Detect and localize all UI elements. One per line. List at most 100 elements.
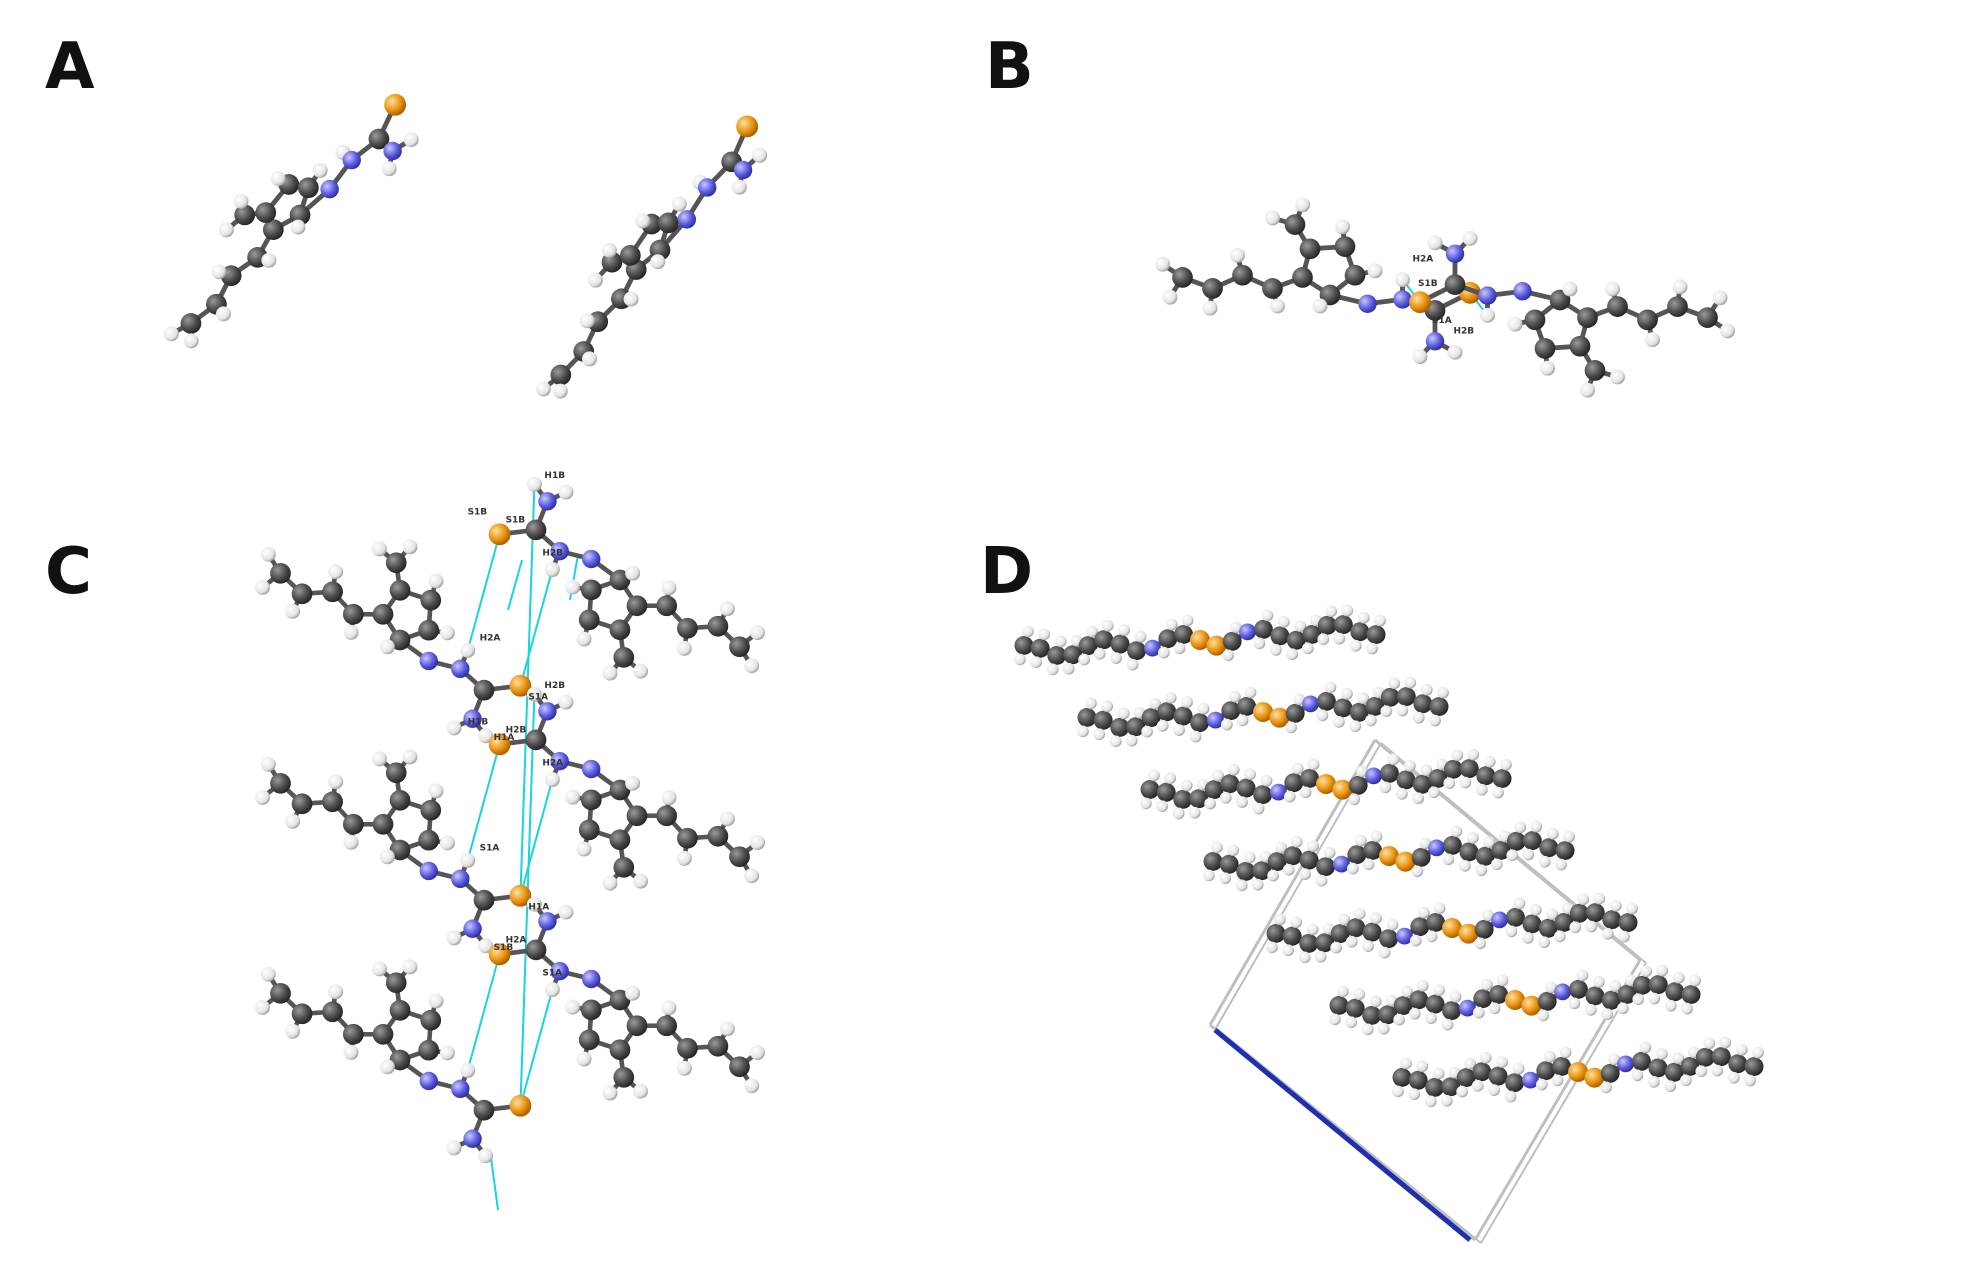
carbon-atom xyxy=(1173,789,1193,809)
carbon-atom xyxy=(1285,703,1305,723)
carbon-atom xyxy=(1157,702,1177,722)
hydrogen-atom xyxy=(1267,869,1279,882)
carbon-atom xyxy=(1534,338,1556,359)
hydrogen-atom xyxy=(650,254,666,270)
hydrogen-atom xyxy=(1471,1079,1484,1092)
hydrogen-atom xyxy=(260,966,276,982)
carbon-atom xyxy=(613,646,635,668)
carbon-atom xyxy=(385,552,407,574)
hydrogen-atom xyxy=(1449,990,1462,1003)
carbon-atom xyxy=(1426,912,1446,932)
hydrogen-atom xyxy=(1480,307,1495,323)
hydrogen-atom xyxy=(1323,846,1336,859)
nitrogen-atom xyxy=(1554,983,1571,1001)
hydrogen-atom xyxy=(1412,792,1425,805)
carbon-atom xyxy=(1030,638,1050,658)
hydrogen-atom xyxy=(446,1140,462,1156)
hydrogen-atom xyxy=(260,546,276,562)
hydrogen-atom xyxy=(1585,920,1598,933)
hydrogen-atom xyxy=(285,1023,301,1039)
carbon-atom xyxy=(1413,694,1433,714)
hydrogen-atom xyxy=(1324,681,1337,694)
carbon-atom xyxy=(262,219,284,240)
carbon-atom xyxy=(1315,933,1335,953)
hydrogen-atom xyxy=(1164,691,1177,704)
carbon-atom xyxy=(1665,982,1685,1002)
carbon-atom xyxy=(1552,1056,1572,1076)
hydrogen-atom xyxy=(379,849,395,865)
hydrogen-atom xyxy=(183,333,199,349)
nitrogen-atom xyxy=(1144,639,1161,657)
hydrogen-atom xyxy=(565,789,581,805)
sulfur-atom xyxy=(509,1094,532,1117)
hydrogen-atom xyxy=(1252,802,1265,815)
hydrogen-atom xyxy=(1462,230,1478,246)
hydrogen-atom xyxy=(1412,711,1425,724)
sulfur-atom xyxy=(1505,990,1525,1010)
hydrogen-atom xyxy=(1283,790,1296,803)
carbon-atom xyxy=(707,615,729,637)
nitrogen-atom xyxy=(1522,1071,1539,1089)
carbon-atom xyxy=(613,1066,635,1088)
hydrogen-atom xyxy=(1600,1081,1613,1094)
hydrogen-atom xyxy=(1562,281,1578,297)
carbon-atom xyxy=(677,617,698,639)
atom-label: H1B xyxy=(468,717,489,727)
hydrogen-atom xyxy=(744,1078,760,1094)
carbon-atom xyxy=(1349,702,1369,722)
carbon-atom xyxy=(1728,1054,1748,1074)
carbon-atom xyxy=(1348,775,1368,795)
hydrogen-atom xyxy=(328,774,344,790)
hydrogen-atom xyxy=(1349,720,1362,733)
hydrogen-atom xyxy=(1312,298,1328,314)
hydrogen-atom xyxy=(1118,624,1130,636)
carbon-atom xyxy=(1488,1066,1508,1086)
hydrogen-atom xyxy=(1680,1074,1692,1087)
carbon-atom xyxy=(1506,831,1526,851)
hydrogen-atom xyxy=(1404,676,1417,689)
carbon-atom xyxy=(1283,846,1303,866)
hydrogen-atom xyxy=(752,147,768,163)
hydrogen-atom xyxy=(328,984,344,1000)
hydrogen-atom xyxy=(1618,930,1630,943)
carbon-atom xyxy=(578,1029,600,1051)
carbon-atom xyxy=(1174,624,1194,644)
packing-layer xyxy=(1392,1036,1764,1108)
hydrogen-bond xyxy=(519,989,554,1106)
hydrogen-atom xyxy=(1286,648,1299,661)
hydrogen-atom xyxy=(446,720,462,736)
atom-label: S1B xyxy=(468,507,488,517)
hydrogen-atom xyxy=(1703,1037,1716,1050)
hydrogen-atom xyxy=(1315,874,1328,887)
hydrogen-atom xyxy=(402,749,418,765)
hydrogen-atom xyxy=(1656,1048,1668,1060)
hydrogen-atom xyxy=(1362,940,1374,952)
hydrogen-atom xyxy=(1348,793,1361,806)
hydrogen-atom xyxy=(750,835,765,851)
carbon-atom xyxy=(1744,1057,1764,1077)
hydrogen-atom xyxy=(1411,865,1424,878)
carbon-atom xyxy=(1617,984,1637,1004)
carbon-atom xyxy=(372,813,394,835)
nitrogen-atom xyxy=(538,492,557,511)
carbon-atom xyxy=(1299,933,1319,953)
sulfur-atom xyxy=(1521,995,1542,1016)
carbon-atom xyxy=(1237,696,1257,716)
carbon-atom xyxy=(729,1056,750,1078)
unit-cell-axis xyxy=(1213,1028,1472,1242)
hydrogen-atom xyxy=(1392,1085,1404,1098)
hydrogen-atom xyxy=(602,875,618,891)
hydrogen-atom xyxy=(1337,985,1349,998)
hydrogen-atom xyxy=(719,601,735,617)
carbon-atom xyxy=(1680,1056,1700,1076)
hydrogen-atom xyxy=(1204,797,1216,810)
nitrogen-atom xyxy=(1459,999,1476,1017)
hydrogen-atom xyxy=(1475,783,1488,796)
carbon-atom xyxy=(1363,840,1383,860)
hydrogen-atom xyxy=(1689,974,1701,987)
atom-label: H1A xyxy=(494,733,515,743)
carbon-atom xyxy=(1221,701,1241,721)
carbon-atom xyxy=(1344,264,1366,286)
hydrogen-atom xyxy=(1727,1071,1740,1084)
